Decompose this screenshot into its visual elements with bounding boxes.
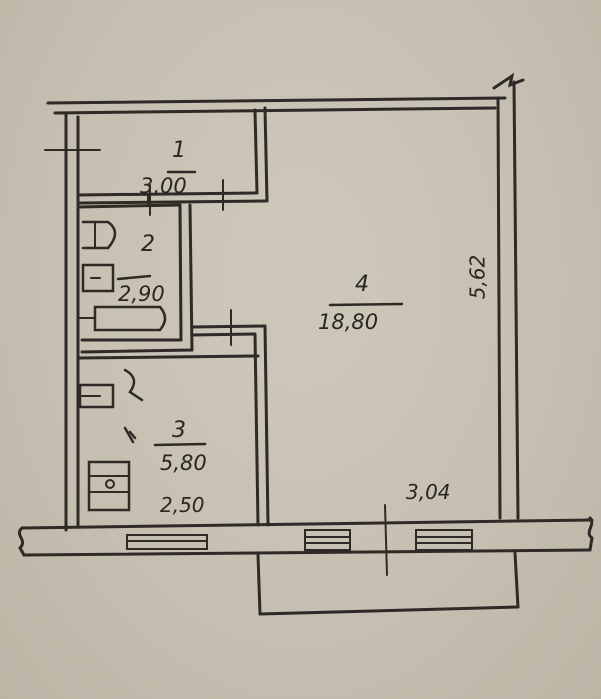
room-2-area: 2,90 bbox=[118, 282, 165, 306]
kitchen-width-dimension: 2,50 bbox=[160, 493, 205, 517]
room-1-area: 3,00 bbox=[140, 174, 187, 198]
room-width-dimension: 3,04 bbox=[406, 480, 451, 504]
room-4-number: 4 bbox=[355, 272, 369, 297]
room-4-area: 18,80 bbox=[318, 310, 379, 334]
room-length-dimension: 5,62 bbox=[465, 254, 490, 300]
room-2-number: 2 bbox=[141, 232, 155, 257]
room-3-number: 3 bbox=[172, 418, 186, 443]
room-1-number: 1 bbox=[172, 138, 186, 163]
room-3-area: 5,80 bbox=[160, 451, 207, 475]
